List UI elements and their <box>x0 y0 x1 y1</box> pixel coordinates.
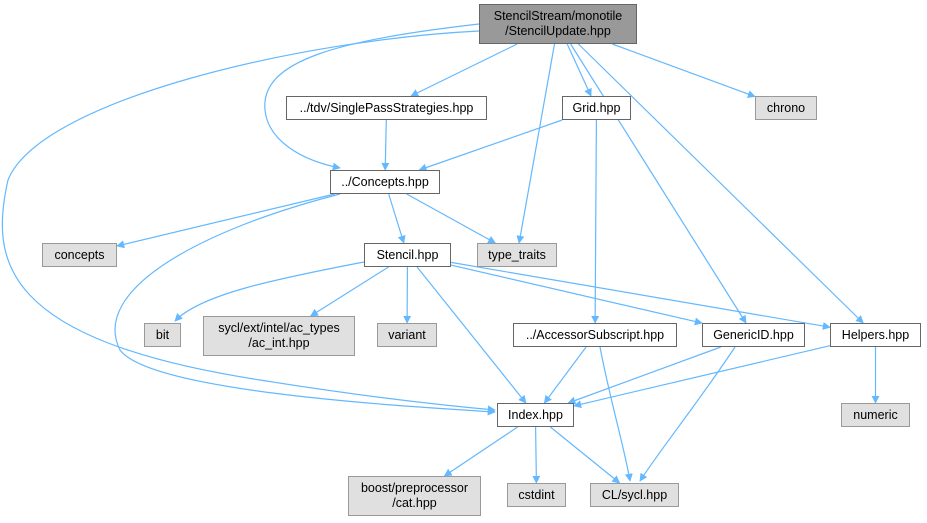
node-accessor[interactable]: ../AccessorSubscript.hpp <box>513 323 677 347</box>
node-concepts-hpp[interactable]: ../Concepts.hpp <box>330 170 440 194</box>
edge-root-to-single_pass <box>410 43 518 97</box>
edge-root-to-chrono <box>612 43 756 98</box>
node-index[interactable]: Index.hpp <box>497 403 574 427</box>
node-label-line: /StencilUpdate.hpp <box>505 24 611 38</box>
edge-concepts_hpp-to-index <box>114 193 496 416</box>
node-label-line: bit <box>155 327 170 342</box>
node-label-line: concepts <box>54 247 105 262</box>
node-cstdint: cstdint <box>507 483 566 507</box>
node-stencil[interactable]: Stencil.hpp <box>364 243 451 267</box>
node-chrono: chrono <box>755 96 817 120</box>
node-variant: variant <box>377 323 437 347</box>
node-label-line: type_traits <box>488 247 546 262</box>
edge-root-to-helpers <box>577 43 864 324</box>
edge-stencil-to-ac_int <box>310 266 389 317</box>
edge-grid-to-accessor <box>591 119 600 324</box>
node-label-line: Index.hpp <box>508 407 563 422</box>
edge-root-to-type_traits <box>516 43 556 244</box>
edge-genericid-to-index <box>567 346 722 405</box>
node-numeric: numeric <box>841 403 910 427</box>
node-single-pass[interactable]: ../tdv/SinglePassStrategies.hpp <box>286 96 487 120</box>
node-type-traits: type_traits <box>477 243 557 267</box>
node-label-line: boost/preprocessor <box>360 481 468 495</box>
node-label-line: ../AccessorSubscript.hpp <box>525 327 665 342</box>
node-label-line: sycl/ext/intel/ac_types <box>218 321 340 335</box>
node-sycl: CL/sycl.hpp <box>590 483 679 507</box>
node-label-line: Grid.hpp <box>572 100 621 115</box>
edge-helpers-to-index <box>573 345 831 409</box>
node-label-line: /ac_int.hpp <box>248 336 310 350</box>
node-concepts: concepts <box>42 243 117 267</box>
node-label-line: variant <box>388 327 426 342</box>
node-grid[interactable]: Grid.hpp <box>562 96 631 120</box>
edge-single_pass-to-concepts_hpp <box>381 119 390 171</box>
node-label-line: cstdint <box>518 487 555 502</box>
node-root: StencilStream/monotile/StencilUpdate.hpp <box>479 4 637 44</box>
node-label-line: numeric <box>853 407 898 422</box>
edge-accessor-to-index <box>543 346 587 404</box>
node-label-line: ../Concepts.hpp <box>341 174 429 189</box>
edge-root-to-grid <box>566 43 592 97</box>
edge-accessor-to-sycl <box>599 346 633 482</box>
edges-layer <box>1 23 880 484</box>
edge-grid-to-concepts_hpp <box>418 119 563 172</box>
edge-genericid-to-sycl <box>639 346 736 482</box>
edge-index-to-sycl <box>550 426 621 484</box>
edge-concepts_hpp-to-type_traits <box>406 193 497 244</box>
node-label-line: GenericID.hpp <box>713 327 794 342</box>
node-label-line: /cat.hpp <box>392 496 437 510</box>
edge-root-to-concepts_hpp <box>264 23 480 171</box>
node-label-line: Stencil.hpp <box>376 247 439 262</box>
node-label-line: ../tdv/SinglePassStrategies.hpp <box>299 100 474 115</box>
node-label-line: CL/sycl.hpp <box>601 487 668 502</box>
edge-index-to-boost <box>443 426 518 477</box>
node-label-line: chrono <box>766 100 806 115</box>
edge-stencil-to-index <box>416 266 527 404</box>
node-boost: boost/preprocessor/cat.hpp <box>348 476 481 516</box>
node-ac-int: sycl/ext/intel/ac_types/ac_int.hpp <box>203 316 355 356</box>
edge-root-to-index <box>1 30 496 414</box>
node-genericid[interactable]: GenericID.hpp <box>702 323 805 347</box>
node-bit: bit <box>144 323 181 347</box>
edge-stencil-to-genericid <box>450 264 703 326</box>
node-label-line: Helpers.hpp <box>841 327 910 342</box>
edge-concepts_hpp-to-concepts <box>116 193 335 249</box>
node-label-line: StencilStream/monotile <box>493 9 623 23</box>
edge-concepts_hpp-to-stencil <box>388 193 406 244</box>
edge-root-to-genericid <box>570 43 747 324</box>
edge-stencil-to-helpers <box>450 261 831 330</box>
edge-stencil-to-bit <box>174 261 365 322</box>
edge-index-to-cstdint <box>532 426 541 484</box>
node-helpers[interactable]: Helpers.hpp <box>830 323 921 347</box>
